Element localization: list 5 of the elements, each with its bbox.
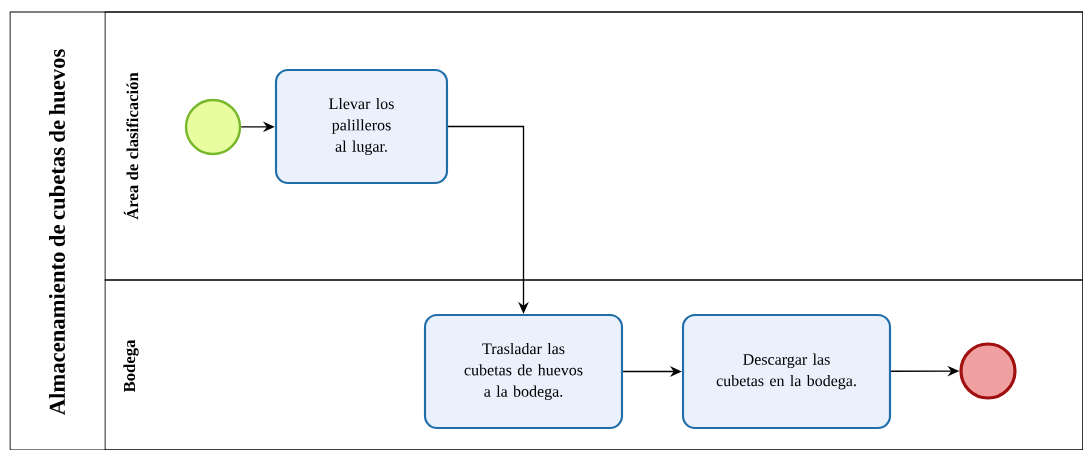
start-event-circle <box>184 98 242 156</box>
task-box: Descargar las cubetas en la bodega. <box>681 313 892 430</box>
task-box: Trasladar las cubetas de huevos a la bodega. <box>423 313 624 430</box>
end-event-circle <box>959 342 1017 400</box>
task-box: Llevar los palilleros al lugar. <box>274 68 449 185</box>
